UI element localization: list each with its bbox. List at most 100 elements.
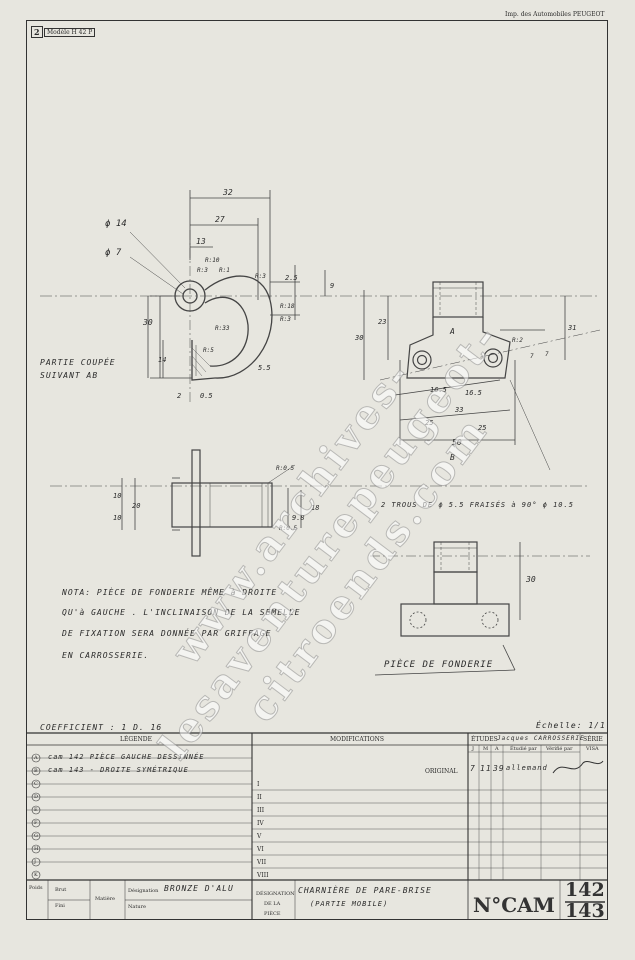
- nota-line: DE FIXATION SERA DONNÉE PAR GRIFFAGE: [62, 629, 272, 638]
- verifie-par: Vérifié par: [546, 746, 573, 752]
- drawing-frame: [26, 20, 608, 920]
- roman-numeral: III: [257, 807, 265, 814]
- legend-item: cam 142 PIÈCE GAUCHE DESSINNÉE: [48, 753, 205, 761]
- model-stamp: Modèle H 42 P: [44, 28, 96, 37]
- piece-designation: PIÈCE: [264, 911, 281, 917]
- designation-value: BRONZE D'ALU: [164, 884, 234, 893]
- legend-letter: J: [34, 859, 37, 865]
- cam-number-bottom: 143: [565, 900, 605, 922]
- author-signature: allemand: [506, 764, 548, 772]
- cam-label: N°CAM: [473, 893, 555, 917]
- legend-item: cam 143 - DROITE SYMÉTRIQUE: [48, 766, 189, 774]
- etudes-header: ÉTUDES: [471, 736, 498, 743]
- date-year: 39: [493, 764, 505, 773]
- dim-text: 25: [478, 424, 486, 432]
- weight-label: Poids: [29, 885, 43, 891]
- dim-text: 2.5: [285, 274, 298, 282]
- dim-text: 30: [142, 318, 153, 327]
- dim-text: 10: [113, 492, 121, 500]
- dim-text: R:0.5: [279, 525, 297, 532]
- dim-text: 32: [222, 188, 233, 197]
- roman-numeral: VI: [257, 846, 264, 853]
- dim-text: R:3: [280, 316, 291, 323]
- dim-text: 33: [454, 406, 463, 414]
- section-note: SUIVANT AB: [40, 371, 99, 380]
- piece-designation: DÉSIGNATION: [256, 891, 295, 897]
- dim-text: 25: [425, 419, 433, 427]
- piece-sub: (PARTIE MOBILE): [310, 900, 389, 908]
- dim-text: R:0.5: [276, 465, 294, 472]
- printer-mark: Imp. des Automobiles PEUGEOT: [505, 11, 605, 18]
- diameter-label: ϕ 7: [105, 248, 122, 258]
- nota-line: EN CARROSSERIE.: [62, 651, 150, 660]
- date-month: 11: [480, 764, 492, 773]
- legend-letter: C: [34, 781, 38, 787]
- dim-text: R:3: [197, 267, 208, 274]
- dim-text: 20: [132, 502, 140, 510]
- signature-scribble: [552, 760, 604, 774]
- section-label-a: A: [449, 327, 455, 336]
- cam-number-top: 142: [565, 879, 605, 901]
- dim-text: 23: [378, 318, 386, 326]
- jma-label: A: [495, 746, 499, 752]
- dim-text: 10: [113, 514, 121, 522]
- dim-text: 18: [311, 504, 319, 512]
- dim-text: R:1: [219, 267, 230, 274]
- dim-text: R:10: [205, 257, 220, 264]
- serie-header: SÉRIE: [583, 736, 603, 743]
- diameter-label: ϕ 14: [105, 219, 127, 229]
- legend-letter: F: [34, 820, 38, 826]
- roman-numeral: IV: [257, 820, 264, 827]
- dim-text: 50: [452, 438, 462, 447]
- dim-text: 0.5: [200, 392, 213, 400]
- legend-letter: E: [34, 807, 38, 813]
- nature-label: Nature: [128, 904, 146, 910]
- modifications-header: MODIFICATIONS: [330, 736, 385, 743]
- dim-text: 31: [567, 324, 576, 332]
- piece-name: CHARNIÈRE DE PARE-BRISE: [298, 886, 432, 895]
- dim-text: 9: [330, 282, 334, 290]
- roman-numeral: VII: [257, 859, 267, 866]
- legend-letter: D: [34, 794, 39, 800]
- dim-text: 5.5: [258, 364, 271, 372]
- designation-label: Désignation: [128, 888, 159, 894]
- legend-letter: B: [34, 768, 38, 774]
- weight-label: Brut: [55, 887, 67, 893]
- nota-line: NOTA: PIÈCE DE FONDERIE MÊME à DROITE: [62, 588, 278, 597]
- dim-text: 7: [530, 353, 534, 360]
- legend-letter: A: [34, 755, 38, 761]
- dim-text: 30: [354, 334, 363, 342]
- roman-numeral: II: [257, 794, 262, 801]
- date-day: 7: [470, 764, 476, 773]
- dim-text: 7: [545, 351, 549, 358]
- dim-text: 13: [196, 237, 206, 246]
- jma-label: J: [472, 746, 475, 752]
- legend-letter: G: [34, 833, 38, 839]
- jma-label: M: [483, 746, 489, 752]
- dim-text: 9.8: [292, 514, 305, 522]
- roman-numeral: V: [257, 833, 262, 840]
- original-label: ORIGINAL: [425, 768, 458, 775]
- etudes-value: Jacques CARROSSERIE: [497, 735, 585, 742]
- cam-numbers: 142 143: [565, 879, 605, 922]
- dim-text: R:2: [512, 337, 523, 344]
- section-note: PARTIE COUPÉE: [40, 358, 116, 367]
- dim-text: R:18: [280, 303, 295, 310]
- coefficient-note: COEFFICIENT : 1 D. 16: [40, 723, 163, 732]
- dim-text: 2: [177, 392, 181, 400]
- dim-text: R:5: [203, 347, 214, 354]
- roman-numeral: VIII: [257, 872, 269, 879]
- weight-label: Fini: [55, 903, 65, 909]
- nota-line: QU'à GAUCHE . L'INCLINAISON DE LA SEMELL…: [62, 608, 301, 617]
- legend-letter: H: [34, 846, 39, 852]
- dim-text: 30: [525, 575, 536, 584]
- dim-text: 16.5: [430, 386, 447, 394]
- legend-header: LÉGENDE: [120, 736, 152, 743]
- holes-note: 2 TROUS DE ϕ 5.5 FRAISÉS à 90° ϕ 10.5: [381, 501, 574, 509]
- dim-text: 16.5: [465, 389, 482, 397]
- foundry-label: PIÈCE DE FONDERIE: [384, 660, 494, 670]
- dim-text: R:33: [215, 325, 230, 332]
- etudie-par: Étudié par: [510, 746, 537, 752]
